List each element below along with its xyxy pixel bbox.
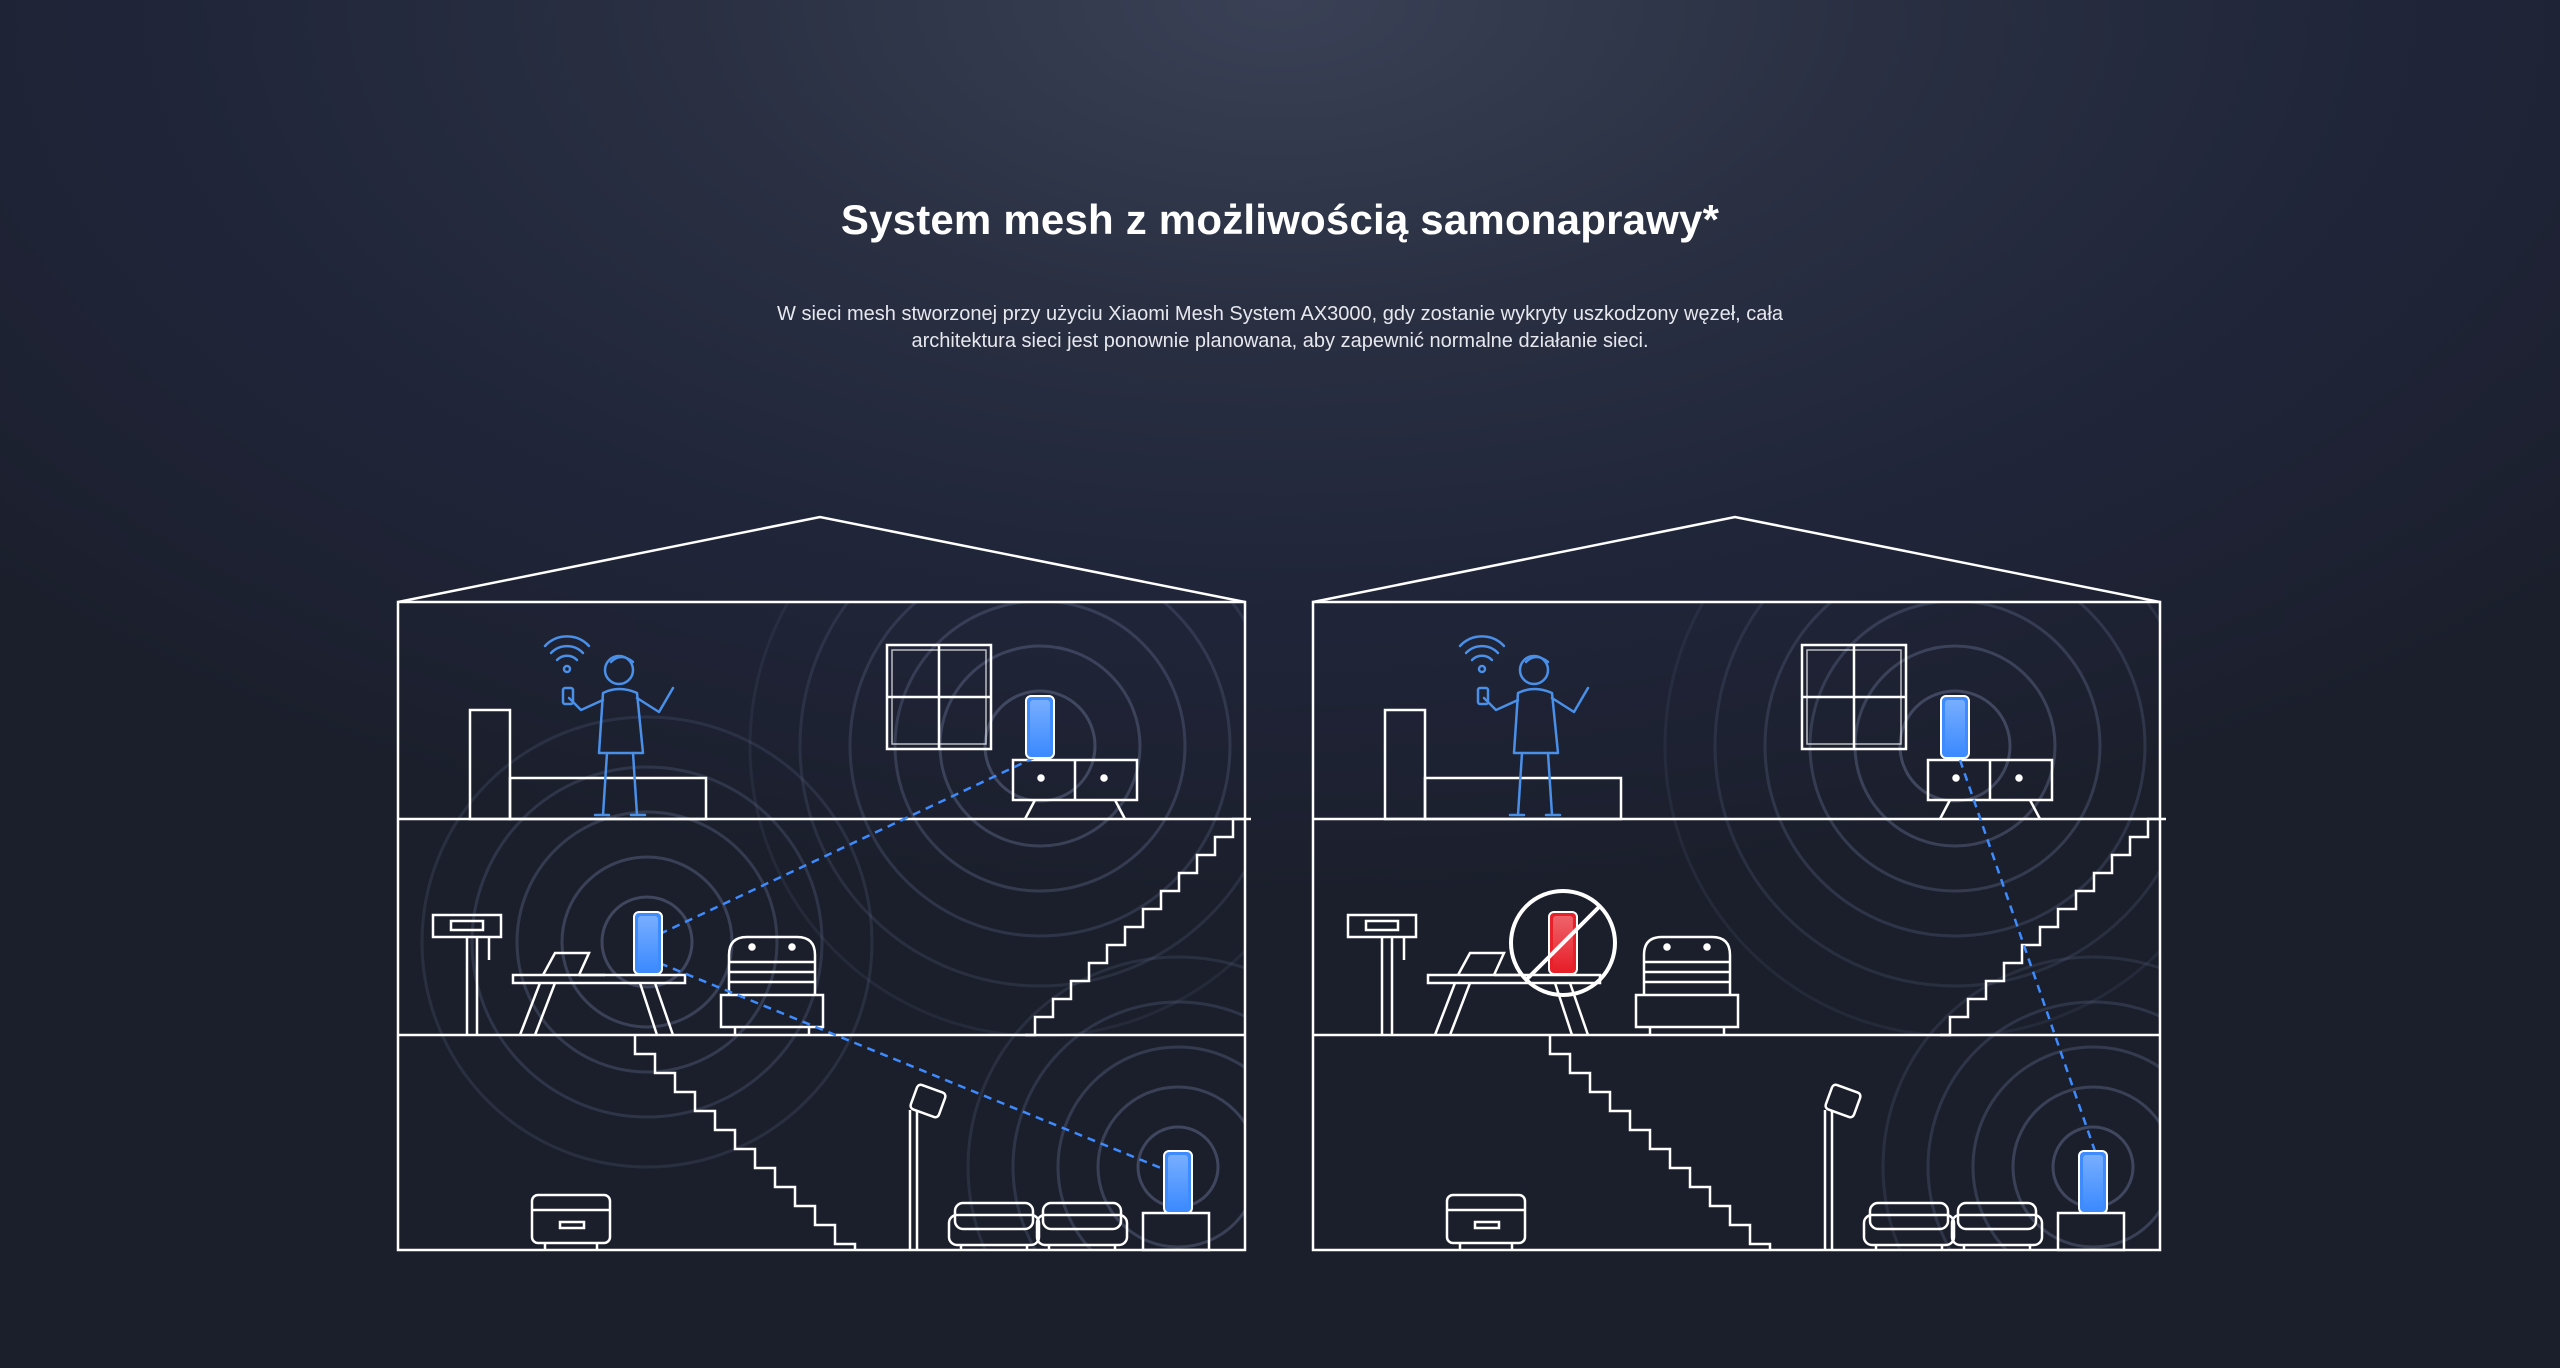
cabinet: [1011, 758, 1139, 820]
mesh-node-basement: [2078, 1150, 2108, 1214]
person-with-phone: [1458, 635, 1590, 817]
stairs-upper: [1025, 817, 1251, 1037]
cabinet: [1926, 758, 2054, 820]
appliance: [719, 935, 825, 1035]
stairs-lower: [633, 1035, 857, 1250]
armchair: [947, 1201, 1041, 1250]
person-with-phone: [543, 635, 675, 817]
floor-lamp: [908, 1083, 947, 1250]
bed: [1383, 708, 1623, 821]
storage-box: [530, 1193, 612, 1250]
section-description: W sieci mesh stworzonej przy użyciu Xiao…: [777, 303, 1783, 352]
illustration-house-normal: [395, 510, 1255, 1255]
stairs-upper: [1940, 817, 2166, 1037]
router-node: [1025, 695, 1055, 759]
mesh-links: [1958, 759, 2100, 1161]
window: [1800, 643, 1908, 751]
house-outline: [1311, 515, 2162, 1252]
armchair: [1950, 1201, 2044, 1250]
section-title: System mesh z możliwością samonaprawy*: [840, 196, 1720, 243]
storage-box: [1445, 1193, 1527, 1250]
mesh-node-basement: [1163, 1150, 1193, 1214]
bed: [468, 708, 708, 821]
desk-lamp: [431, 913, 503, 1035]
house-outline: [396, 515, 1247, 1252]
mesh-node-middle: [633, 911, 663, 975]
desk-with-laptop: [511, 951, 687, 1036]
signal-rings: [1881, 955, 2160, 1250]
armchair: [1862, 1201, 1956, 1250]
floor-lamp: [1823, 1083, 1862, 1250]
illustration-house-self-healing: [1310, 510, 2170, 1255]
failed-node-prohibited-icon: [1509, 889, 1617, 997]
desk-with-laptop: [1426, 951, 1602, 1036]
signal-rings: [966, 955, 1245, 1250]
appliance: [1634, 935, 1740, 1035]
stairs-lower: [1548, 1035, 1772, 1250]
desk-lamp: [1346, 913, 1418, 1035]
mesh-links: [646, 753, 1179, 1177]
router-node: [1940, 695, 1970, 759]
window: [885, 643, 993, 751]
armchair: [1035, 1201, 1129, 1250]
signal-rings: [420, 715, 874, 1169]
